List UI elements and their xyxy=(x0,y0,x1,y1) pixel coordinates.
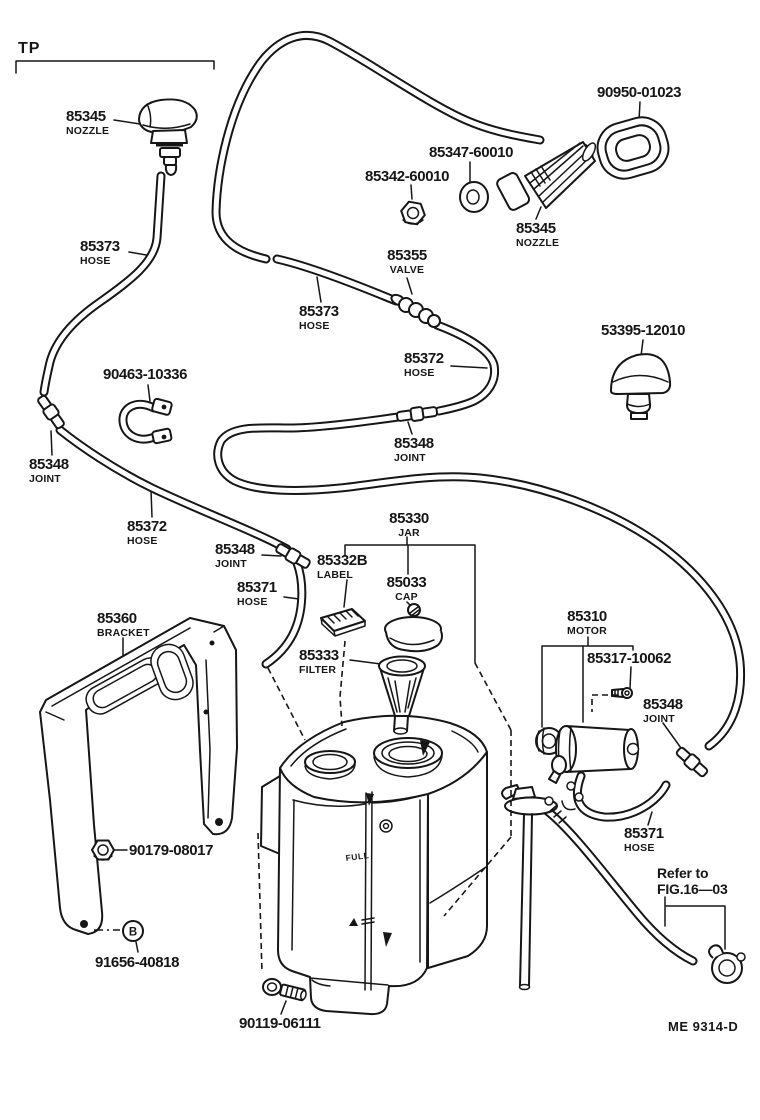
joint-85348-mid xyxy=(275,543,311,569)
label-85372-hose-right: 85372 HOSE xyxy=(404,350,444,379)
check-valve-85355 xyxy=(390,293,441,328)
label-85360-bracket: 85360 BRACKET xyxy=(97,610,150,639)
bolt-90119 xyxy=(262,978,307,1002)
nut-90179 xyxy=(91,839,115,861)
callout-b: B xyxy=(94,920,144,942)
grommet-rear xyxy=(708,944,746,984)
refer-note: Refer to FIG.16—03 xyxy=(657,865,728,897)
label-85348-joint-center: 85348 JOINT xyxy=(394,435,434,464)
alignment-arrows xyxy=(366,740,430,947)
jar-cap-85033 xyxy=(384,603,443,653)
washer-motor-85310 xyxy=(548,725,640,811)
label-85342-60010: 85342-60010 xyxy=(365,168,450,185)
hose-85373-center xyxy=(272,254,401,306)
washer-nozzle-right xyxy=(496,141,597,211)
washer-nozzle-left xyxy=(138,98,198,176)
label-85033-cap: 85033 CAP xyxy=(386,574,427,603)
hose-motor-outlet xyxy=(573,771,671,822)
hose-to-rear-grommet xyxy=(541,805,698,966)
label-53395-12010: 53395-12010 xyxy=(601,322,686,339)
label-91656-40818: 91656-40818 xyxy=(95,954,180,971)
hose-85373-left xyxy=(39,171,166,397)
tank-full-mark: FULL xyxy=(345,850,370,863)
label-85333-filter: 85333 FILTER xyxy=(299,647,339,676)
washer-jar: FULL xyxy=(260,714,488,1016)
label-85373-hose-left: 85373 HOSE xyxy=(80,238,120,267)
joint-85348-right xyxy=(675,746,709,778)
joint-85348-left xyxy=(37,394,65,430)
label-85348-joint-mid: 85348 JOINT xyxy=(215,541,255,570)
label-85355-valve: 85355 VALVE xyxy=(387,247,427,276)
clamp-90463 xyxy=(118,397,173,445)
hose-85371-mid xyxy=(261,558,307,669)
label-85347-60010: 85347-60010 xyxy=(429,144,514,161)
label-85348-joint-right: 85348 JOINT xyxy=(643,696,683,725)
joint-85348-center xyxy=(395,406,439,422)
label-85332b-label: 85332B LABEL xyxy=(317,552,368,581)
bracket-85360 xyxy=(39,617,238,935)
label-plate-85332b xyxy=(320,608,366,637)
screw-85317 xyxy=(611,687,633,699)
label-85317-10062: 85317-10062 xyxy=(587,650,672,667)
label-85373-hose-center: 85373 HOSE xyxy=(299,303,339,332)
construction-lines xyxy=(257,640,618,974)
hose-85371-rear-long xyxy=(213,412,746,751)
label-85345-nozzle-right: 85345 NOZZLE xyxy=(516,220,560,249)
suction-tube xyxy=(501,784,567,991)
label-85330-jar: 85330 JAR xyxy=(389,510,429,539)
corner-tag: TP xyxy=(18,40,41,57)
label-85371-hose-bottom: 85371 HOSE xyxy=(624,825,664,854)
hose-arch-top xyxy=(211,30,545,264)
label-85372-hose-left: 85372 HOSE xyxy=(127,518,167,547)
drawing-code: ME 9314-D xyxy=(668,1019,739,1034)
washer-85347 xyxy=(459,181,489,213)
jar-filter-85333 xyxy=(378,655,426,735)
label-90119-06111: 90119-06111 xyxy=(239,1015,321,1032)
label-85348-joint-left: 85348 JOINT xyxy=(29,456,69,485)
label-90179-08017: 90179-08017 xyxy=(129,842,214,859)
label-90463-10336: 90463-10336 xyxy=(103,366,188,383)
label-90950-01023: 90950-01023 xyxy=(597,84,682,101)
cap-53395 xyxy=(610,353,672,420)
hose-85372-left xyxy=(55,425,292,554)
hose-85372-right xyxy=(432,320,500,416)
callout-b-letter: B xyxy=(129,927,137,939)
label-85310-motor: 85310 MOTOR xyxy=(567,608,607,637)
nut-85342 xyxy=(400,200,426,226)
label-85371-hose-mid: 85371 HOSE xyxy=(237,579,277,608)
grommet-90950 xyxy=(596,116,670,180)
label-85345-nozzle-left: 85345 NOZZLE xyxy=(66,108,110,137)
